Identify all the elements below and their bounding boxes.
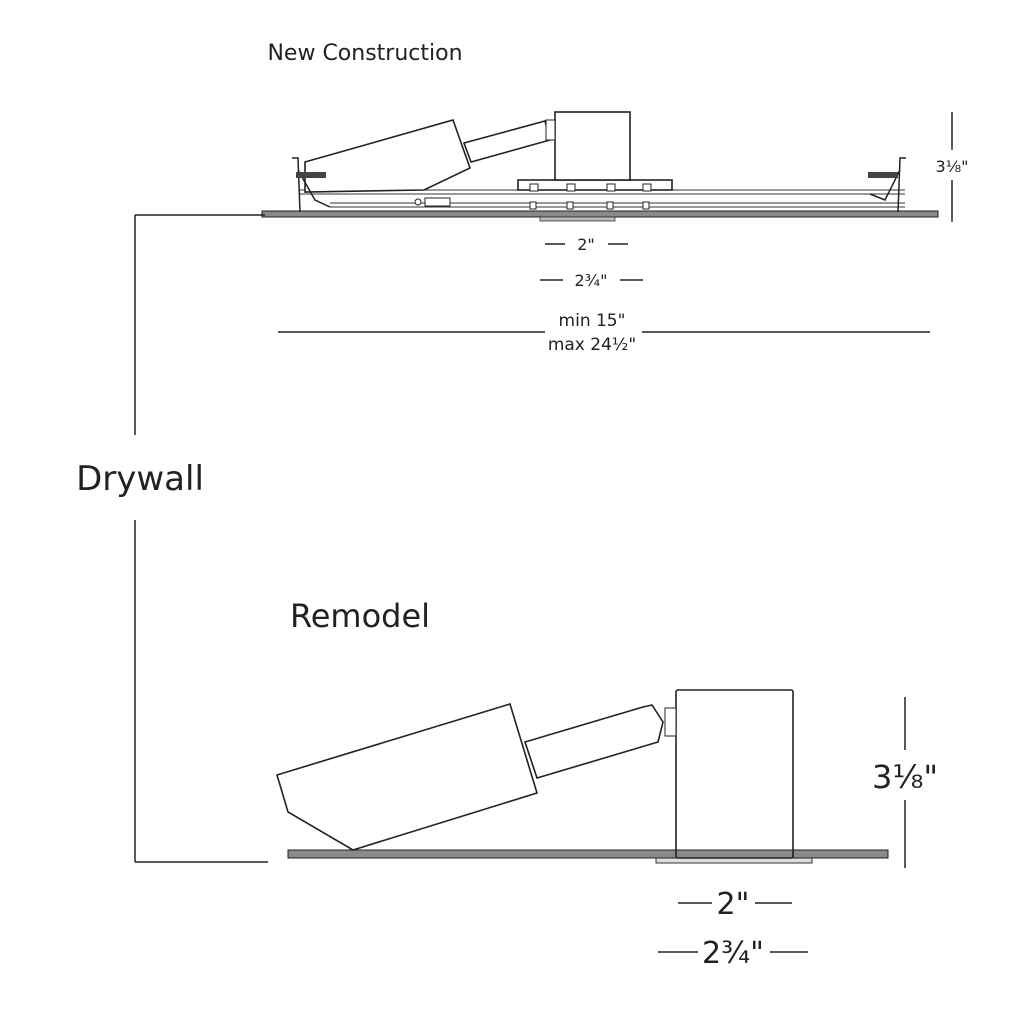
new-construction-height-label: 3⅛" — [935, 157, 968, 176]
remodel-title: Remodel — [290, 597, 430, 635]
drywall-label: Drywall — [76, 459, 204, 499]
remodel-aperture-label: 2" — [717, 887, 750, 922]
new-construction-housing — [261, 111, 939, 222]
new-construction-aperture-label: 2" — [577, 235, 595, 254]
remodel-housing — [276, 689, 889, 864]
new-construction-trim-label: 2¾" — [574, 271, 607, 290]
remodel-height-label: 3⅛" — [872, 758, 938, 796]
new-construction-title: New Construction — [267, 41, 462, 66]
span-max-label: max 24½" — [548, 335, 636, 355]
remodel-trim-label: 2¾" — [702, 936, 764, 971]
span-min-label: min 15" — [559, 311, 626, 331]
drywall-bracket — [134, 214, 268, 863]
